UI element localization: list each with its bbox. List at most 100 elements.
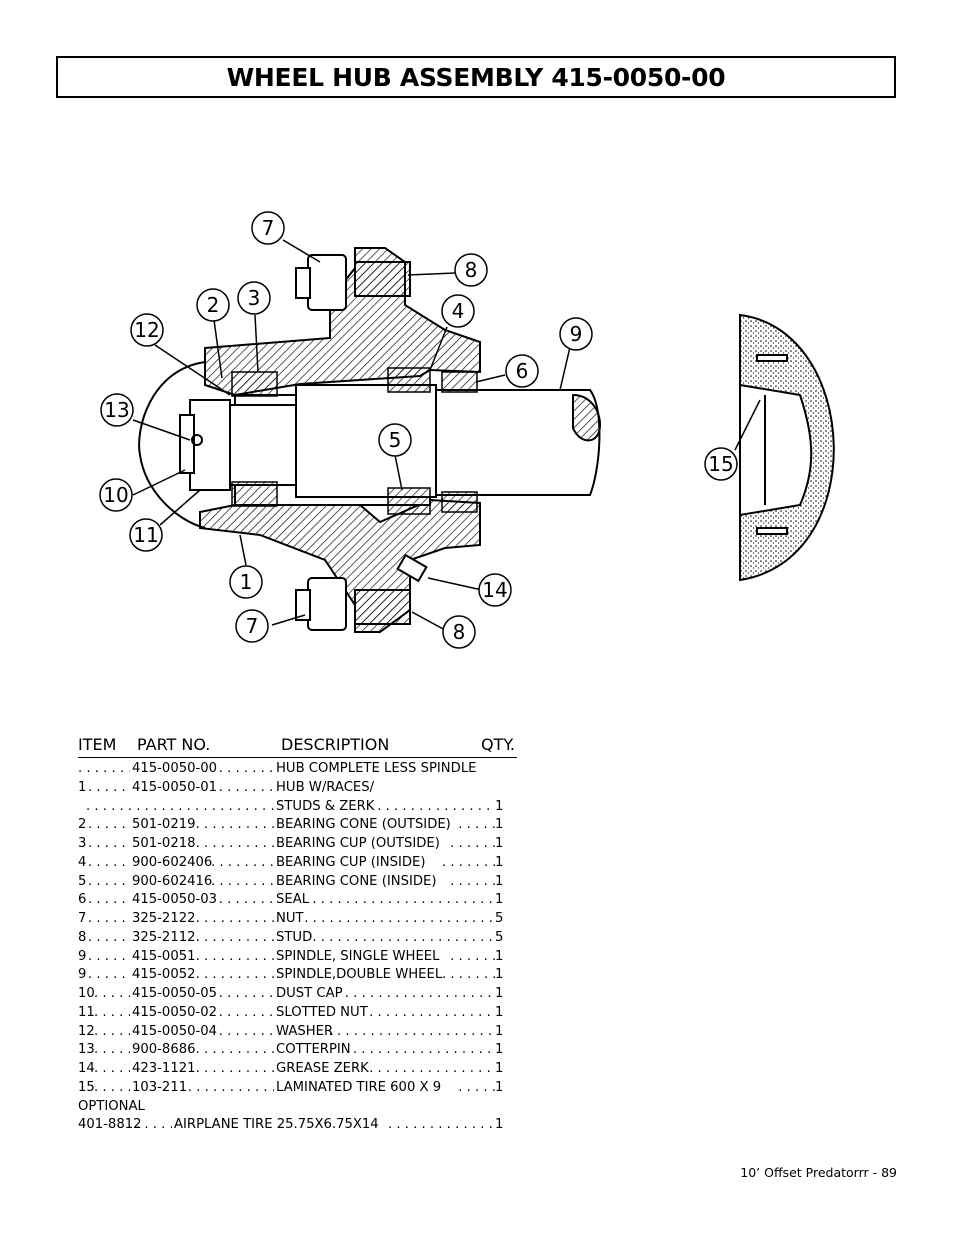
callout-2: 2 <box>196 288 230 322</box>
studs-and-nuts <box>295 254 411 631</box>
parts-rows: . . . . . . . . . . . . . . . . . . . . … <box>78 760 518 1098</box>
table-row: 6. . . . . . . . . . . . . . . . . . . .… <box>78 891 518 910</box>
part-number: 415-0051 <box>132 948 196 964</box>
item-number: 5 <box>78 873 87 889</box>
optional-label: OPTIONAL <box>78 1098 145 1114</box>
leader-dots: . . . . . . . . . . . . . . . . . . . . … <box>94 986 130 1001</box>
item-number: 4 <box>78 854 87 870</box>
leader-dots: . . . . . . . . . . . . . . . . . . . . … <box>94 1004 130 1020</box>
item-number: 3 <box>78 836 87 851</box>
table-row: 12 . . . . . . . . . . . . . . . . . . . … <box>78 1023 518 1042</box>
description: SLOTTED NUT <box>276 1004 368 1020</box>
quantity: 1 <box>495 892 504 908</box>
part-number: 900-8686 <box>132 1042 196 1058</box>
item-number: 1 <box>78 779 87 795</box>
callout-label: 15 <box>708 452 733 476</box>
callout-label: 1 <box>240 570 253 594</box>
table-row: 5 . . . . . . . . . . . . . . . . . . . .… <box>78 873 518 892</box>
leader-dots: . . . . . . . . . . . . . . . . . . . . … <box>211 873 274 889</box>
table-row: 9. . . . . . . . . . . . . . . . . . . .… <box>78 966 518 985</box>
description: STUD <box>276 929 313 945</box>
callout-label: 7 <box>262 216 275 240</box>
leader-dots: . . . . . . . . . . . . . . . . . . . . … <box>86 798 274 814</box>
callout-14: 14 <box>478 573 512 607</box>
description: NUT <box>276 911 304 926</box>
description: GREASE ZERK <box>276 1061 369 1076</box>
table-row: 4. . . . . . . . . . . . . . . . . . . .… <box>78 854 518 873</box>
leader-dots: . . . . . . . . . . . . . . . . . . . . … <box>195 929 274 945</box>
optional-label-row: OPTIONAL <box>78 1098 518 1117</box>
description: BEARING CONE (INSIDE) <box>276 873 437 889</box>
leader-dots: . . . . . . . . . . . . . . . . . . . . … <box>88 911 130 926</box>
optional-part-row: 401-8812 . . . . . . . . . AIRPLANE TIRE… <box>78 1116 518 1135</box>
part-number: 900-602416 <box>132 873 213 889</box>
item-number: 8 <box>78 929 87 945</box>
table-row: 9. . . . . . . . . . . . . . . . . . . .… <box>78 948 518 967</box>
leader-dots: . . . . . . . . . . . . . . . . . . . . … <box>218 761 274 776</box>
table-row: 1. . . . . . . . . . . . . . . . . . . .… <box>78 779 518 798</box>
part-number: 325-2112 <box>132 929 196 945</box>
leader-dots: . . . . . . . . . . . . . . . . . . . . … <box>195 1042 274 1058</box>
table-row: 13. . . . . . . . . . . . . . . . . . . … <box>78 1041 518 1060</box>
callout-label: 2 <box>207 293 220 317</box>
callout-10: 10 <box>99 478 133 512</box>
quantity: 1 <box>495 1023 504 1039</box>
leader-dots: . . . . . . . . . . . . . . . . . . . . … <box>312 892 495 908</box>
leader-dots: . . . . . . . . . . . . . . . . . . . . … <box>344 986 495 1001</box>
quantity: 5 <box>495 929 504 945</box>
leader-dots: . . . . . . . . . . . . . . . . . . . . … <box>88 779 130 795</box>
item-number: 12 <box>78 1023 95 1039</box>
callout-12: 12 <box>130 313 164 347</box>
leader-dots: . . . . . . . . . . . . . . . . . . . . … <box>88 817 130 833</box>
item-number: 15 <box>78 1079 95 1095</box>
table-row: . . . . . . . . . . . . . . . . . . . . … <box>78 798 518 817</box>
leader-dots: . . . . . . . . . . . . . . . . . . . . … <box>377 798 495 814</box>
table-row: 3. . . . . . . . . . . . . . . . . . . .… <box>78 835 518 854</box>
spindle <box>229 384 602 498</box>
callout-label: 3 <box>248 286 261 310</box>
callout-4: 4 <box>441 294 475 328</box>
description: COTTERPIN <box>276 1042 351 1058</box>
callout-label: 10 <box>103 483 128 507</box>
item-number: 9 <box>78 948 87 964</box>
leader-dots: . . . . . . . . . . . . . . . . . . . . … <box>88 854 130 870</box>
leader-dots: . . . . . . . . . . . . . . . . . . . . … <box>195 1061 274 1076</box>
leader-dots: . . . . . . . . . . . . . . . . . . . . … <box>88 892 130 908</box>
leader-lines <box>132 239 761 631</box>
description: HUB COMPLETE LESS SPINDLE <box>276 761 477 776</box>
leader-dots: . . . . . . . . . . . . . . . . . . . . … <box>78 761 130 776</box>
callout-11: 11 <box>129 518 163 552</box>
description: BEARING CUP (OUTSIDE) <box>276 836 440 851</box>
leader-dots: . . . . . . . . . . . . . . . . . . . . … <box>88 948 130 964</box>
leader-dots: . . . . . . . . . . . . . . . . . . . . … <box>218 1023 274 1039</box>
leader-dots: . . . . . . . . . . . . . . . . . . . . … <box>218 892 274 908</box>
callout-label: 7 <box>246 614 259 638</box>
part-number: 415-0050-00 <box>132 761 218 776</box>
quantity: 1 <box>495 1004 504 1020</box>
quantity: 5 <box>495 911 504 926</box>
part-number: 415-0050-03 <box>132 892 218 908</box>
description: WASHER <box>276 1023 334 1039</box>
table-row: 10. . . . . . . . . . . . . . . . . . . … <box>78 985 518 1004</box>
leader-dots: . . . . . . . . . . . . . . . . . . . . … <box>442 854 495 870</box>
optional-part-no: 401-8812 <box>78 1117 142 1133</box>
leader-dots: . . . . . . . . . . . . . . . . . . . . … <box>369 1061 495 1076</box>
callout-8-top: 8 <box>454 253 488 287</box>
leader-dots: . . . . . . . . . . . . . . . . . . . . … <box>450 873 495 889</box>
item-number: 13 <box>78 1042 95 1058</box>
part-number: 415-0050-04 <box>132 1023 218 1039</box>
part-number: 501-0218 <box>132 836 196 851</box>
leader-dots: . . . . . . . . . . . . . . . . . . . . … <box>328 1023 495 1039</box>
callout-label: 11 <box>133 523 158 547</box>
callout-label: 9 <box>570 322 583 346</box>
leader-dots: . . . . . . . . . . . . . . . . . . . . … <box>218 986 274 1001</box>
quantity: 1 <box>495 1079 504 1095</box>
dust-cap <box>138 361 206 529</box>
callout-3: 3 <box>237 281 271 315</box>
leader-dots: . . . . . . . . . . . . . . . . . . . . … <box>352 1042 495 1058</box>
item-number: 11 <box>78 1004 95 1020</box>
leader-dots: . . . . . . . . . . . . . . . . . . . . … <box>94 1042 130 1058</box>
callout-label: 5 <box>389 428 402 452</box>
callout-label: 14 <box>482 578 507 602</box>
part-number: 415-0050-02 <box>132 1004 218 1020</box>
